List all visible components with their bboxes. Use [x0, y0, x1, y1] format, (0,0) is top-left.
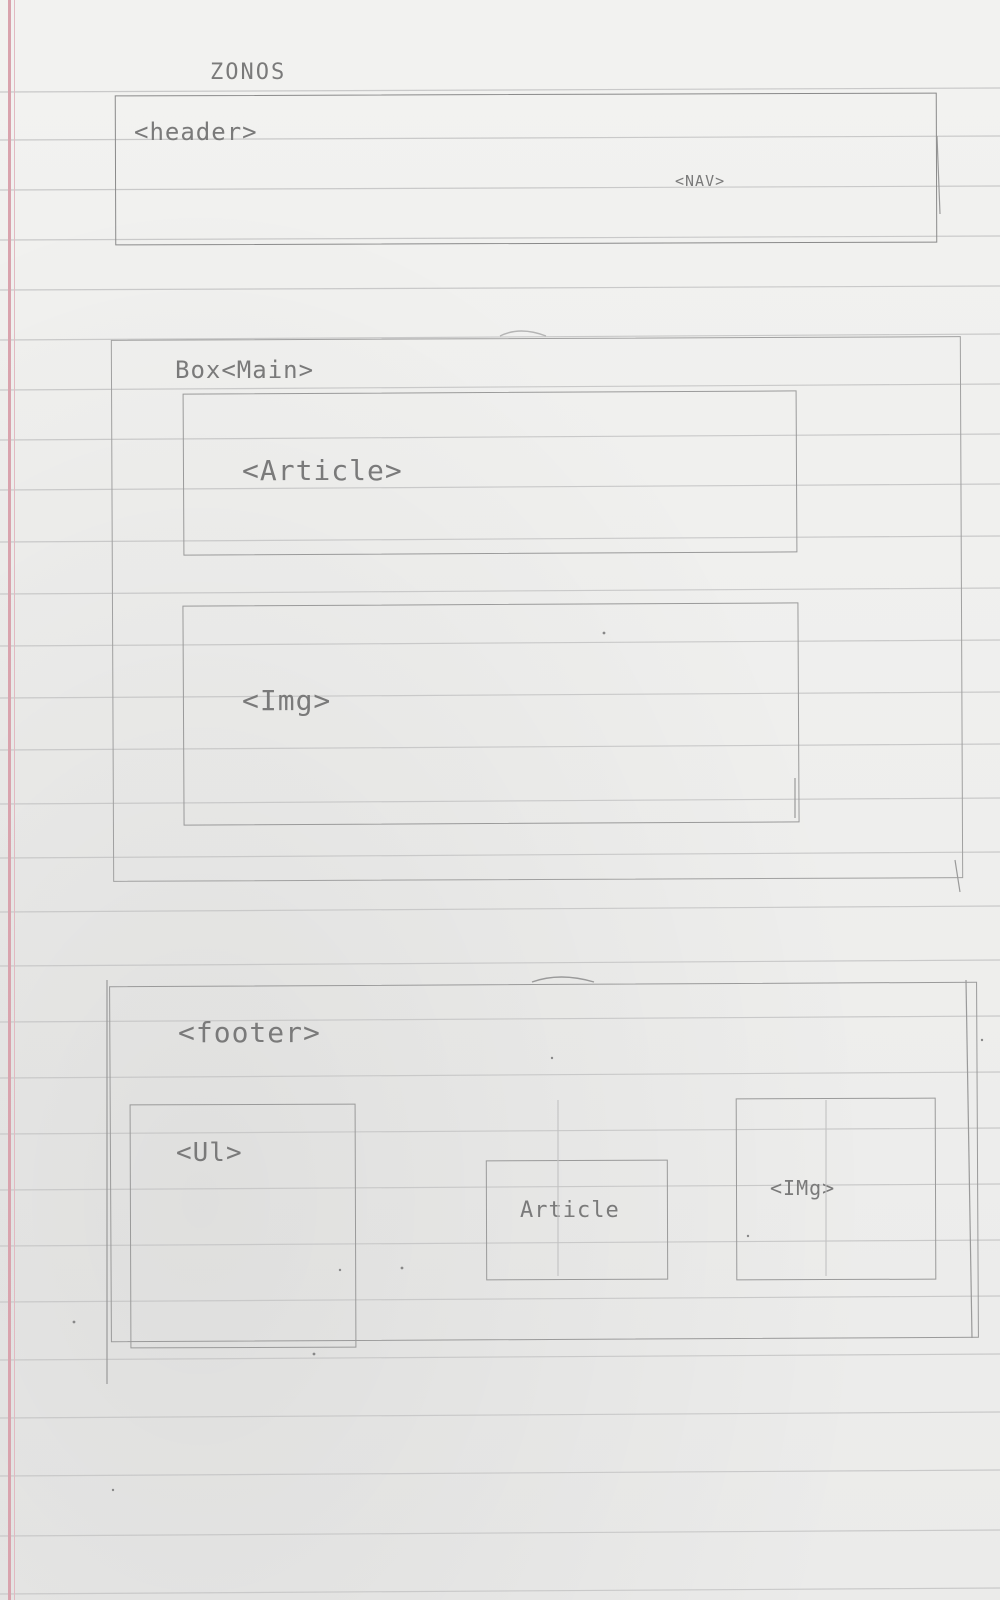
header-label: <header>: [134, 118, 258, 146]
nav-label: <NAV>: [675, 172, 726, 190]
margin-line: [8, 0, 11, 1600]
footer-article-label: Article: [520, 1198, 620, 1223]
article-label: <Article>: [242, 454, 403, 487]
margin-line-inner: [14, 0, 15, 1600]
footer-label: <footer>: [178, 1016, 321, 1049]
footer-img-label: <IMg>: [770, 1176, 836, 1200]
ul-label: <Ul>: [176, 1138, 243, 1168]
main-label: Box<Main>: [175, 356, 315, 384]
img-label: <Img>: [242, 684, 332, 717]
page-title: ZONOS: [210, 60, 287, 85]
